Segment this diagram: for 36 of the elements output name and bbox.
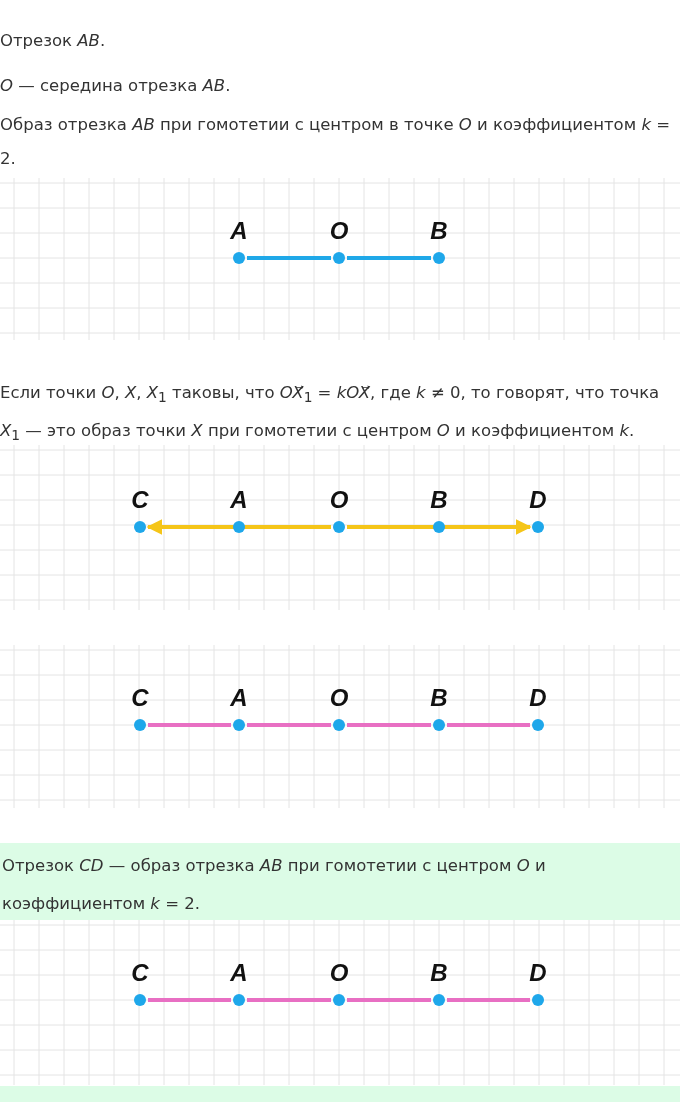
- point-label: C: [130, 685, 150, 711]
- paragraph-text: Отрезок AB.: [0, 30, 107, 52]
- point-label: C: [130, 960, 150, 986]
- highlight-box: [0, 843, 680, 920]
- point-label: O: [329, 487, 349, 513]
- line-segment: [247, 256, 331, 260]
- point-label: B: [429, 487, 449, 513]
- point-label: C: [130, 487, 150, 513]
- point-label: D: [528, 960, 548, 986]
- point-label: O: [329, 960, 349, 986]
- point-label: D: [528, 487, 548, 513]
- point-label: O: [329, 685, 349, 711]
- point-label: A: [229, 218, 249, 244]
- line-segment: [148, 998, 231, 1002]
- arrow: [146, 519, 331, 535]
- point-label: A: [229, 960, 249, 986]
- line-segment: [447, 723, 530, 727]
- line-segment: [347, 998, 431, 1002]
- line-segment: [247, 998, 331, 1002]
- point-label: B: [429, 960, 449, 986]
- point-label: A: [229, 685, 249, 711]
- point-label: A: [229, 487, 249, 513]
- arrow: [347, 519, 532, 535]
- line-segment: [447, 998, 530, 1002]
- point-label: B: [429, 685, 449, 711]
- point-label: O: [329, 218, 349, 244]
- statement-text: Отрезок CD — образ отрезка AB при гомотетии с центром O и коэффициентом k = 2.: [1, 855, 547, 915]
- point-label: B: [429, 218, 449, 244]
- line-segment: [148, 723, 231, 727]
- paragraph-text: O — середина отрезка AB.: [0, 75, 232, 97]
- line-segment: [347, 723, 431, 727]
- line-segment: [347, 256, 431, 260]
- point-label: D: [528, 685, 548, 711]
- line-segment: [247, 723, 331, 727]
- paragraph-text: Если точки O, X, X$_{1}$ таковы, что OX⃗$_{1}$ = kOX⃗, где k ≠ 0, то говорят, что точка X$_{1}$ — это образ точки X при гомотетии с центром O и коэффициентом k.: [0, 382, 661, 446]
- paragraph-text: Образ отрезка AB при гомотетии с центром в точке O и коэффициентом k = 2.: [0, 114, 671, 170]
